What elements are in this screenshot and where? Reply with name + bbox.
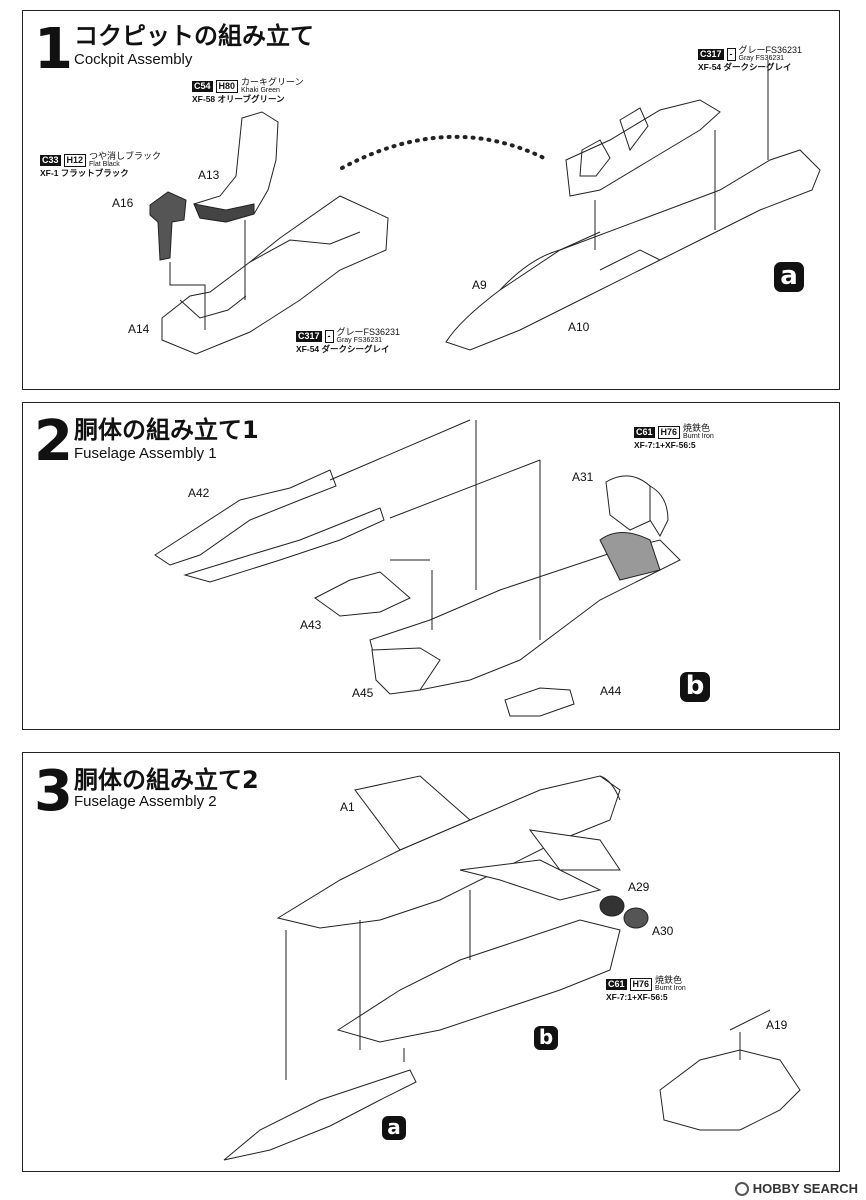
part-label: A1 — [340, 800, 355, 814]
step-title-jp: 胴体の組み立て2 — [74, 766, 259, 794]
step-number: 1 — [34, 17, 73, 82]
reference-marker-a: a — [774, 262, 804, 292]
part-label: A43 — [300, 618, 322, 632]
step-title-jp: 胴体の組み立て1 — [74, 416, 259, 444]
step-number: 2 — [34, 409, 73, 474]
step-number: 3 — [34, 759, 73, 824]
part-label: A29 — [628, 880, 650, 894]
part-label: A42 — [188, 486, 210, 500]
step-title-jp: コクピットの組み立て — [74, 22, 314, 50]
watermark: HOBBY SEARCH — [734, 1181, 858, 1196]
step-title-en: Fuselage Assembly 2 — [74, 793, 217, 810]
reference-marker-b: b — [680, 672, 710, 702]
part-label: A13 — [198, 168, 220, 182]
part-label: A31 — [572, 470, 594, 484]
part-label: A16 — [112, 196, 134, 210]
reference-marker-a: a — [382, 1116, 406, 1140]
step-title-en: Cockpit Assembly — [74, 51, 193, 68]
hobby-search-logo-icon — [734, 1181, 749, 1196]
part-label: A45 — [352, 686, 374, 700]
part-label: A44 — [600, 684, 622, 698]
step-title-en: Fuselage Assembly 1 — [74, 445, 217, 462]
reference-marker-b: b — [534, 1026, 558, 1050]
part-label: A30 — [652, 924, 674, 938]
part-label: A14 — [128, 322, 150, 336]
part-label: A9 — [472, 278, 487, 292]
part-label: A19 — [766, 1018, 788, 1032]
part-label: A10 — [568, 320, 590, 334]
